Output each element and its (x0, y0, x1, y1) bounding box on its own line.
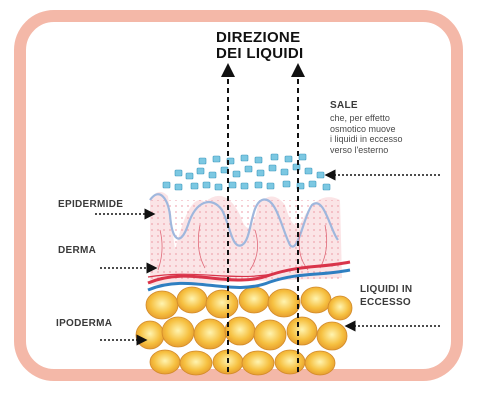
label-liquidi-in-eccesso: LIQUIDI IN ECCESSO (360, 283, 412, 309)
diagram-title: DIREZIONE DEI LIQUIDI (216, 30, 303, 62)
label-epidermide: EPIDERMIDE (58, 199, 123, 210)
label-sale: SALE (330, 100, 358, 111)
label-derma: DERMA (58, 245, 96, 256)
title-line-2: DEI LIQUIDI (216, 46, 303, 62)
title-line-1: DIREZIONE (216, 30, 303, 46)
label-sale-description: che, per effetto osmotico muove i liquid… (330, 113, 440, 155)
label-ipoderma: IPODERMA (56, 318, 112, 329)
fat-cells (136, 287, 352, 375)
salt-crystals (163, 154, 330, 190)
